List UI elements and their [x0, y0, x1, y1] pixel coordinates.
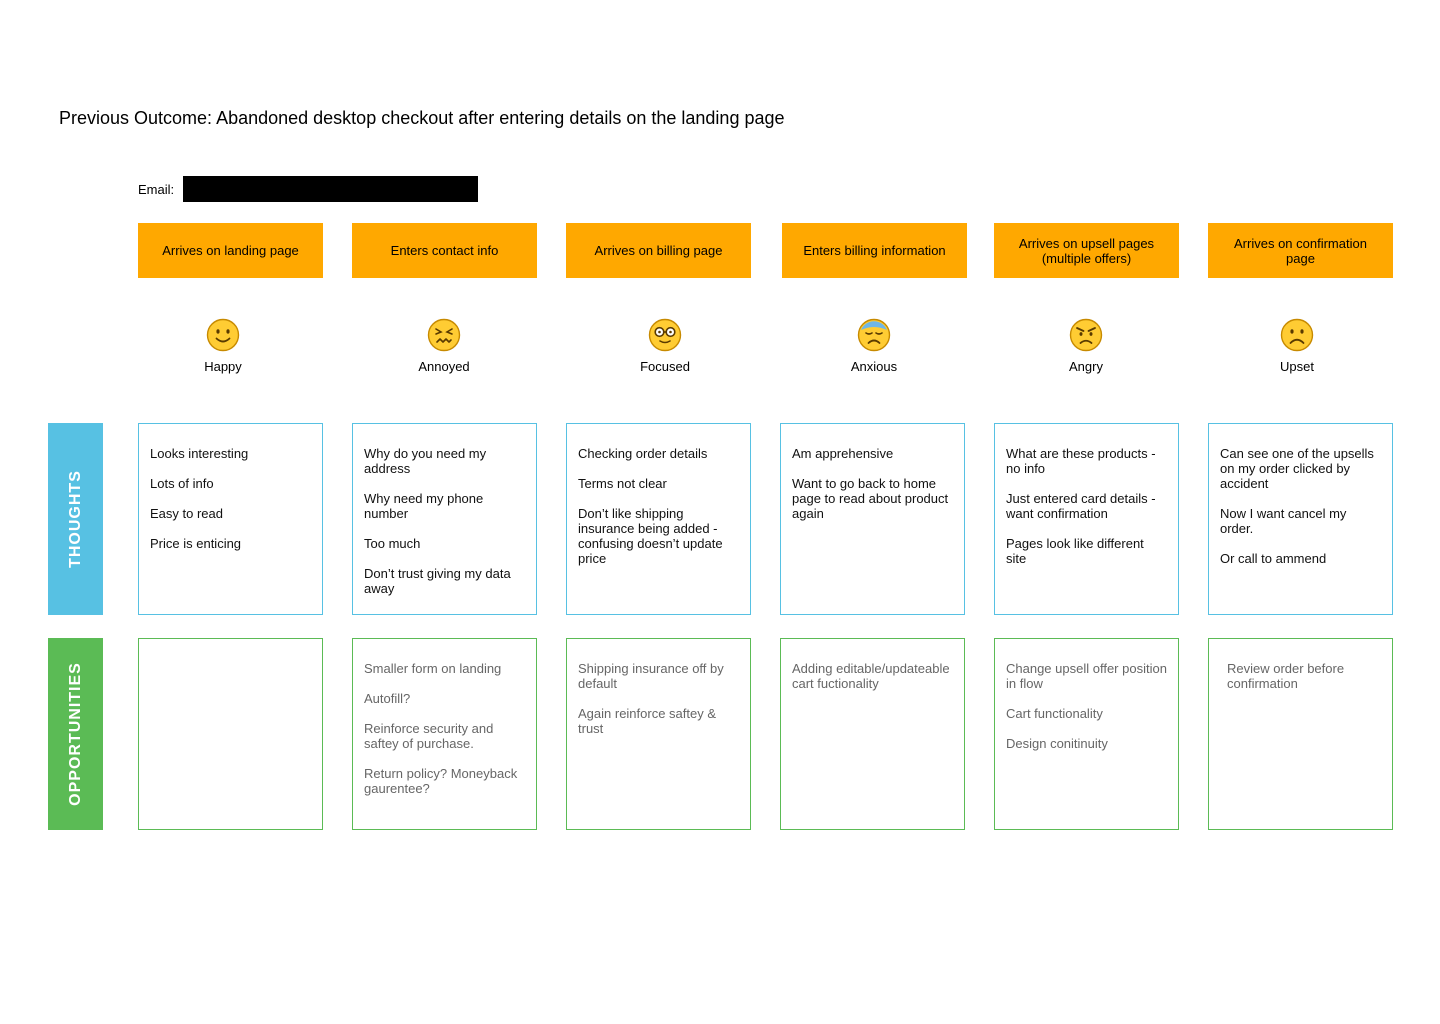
opportunity-item: Autofill? [364, 691, 411, 706]
thought-item: Just entered card details - want confirm… [1006, 491, 1156, 521]
opportunity-item: Change upsell offer position in flow [1006, 661, 1167, 691]
stage-card: Arrives on confirmation page [1208, 223, 1393, 278]
thought-item: Why do you need my address [364, 446, 487, 476]
thought-item: Looks interesting [150, 446, 249, 461]
thought-item: Lots of info [150, 476, 214, 491]
thought-item: Now I want cancel my order. [1220, 506, 1347, 536]
stage-card: Arrives on landing page [138, 223, 323, 278]
thought-item: Easy to read [150, 506, 223, 521]
opportunities-row-label: OPPORTUNITIES [48, 638, 103, 830]
opportunity-item: Review order before confirmation [1227, 661, 1345, 691]
opportunity-item: Adding editable/updateable cart fuctiona… [792, 661, 950, 691]
opportunities-card [138, 638, 323, 830]
emotion-label: Focused [640, 359, 690, 374]
thoughts-card: Can see one of the upsells on my order c… [1208, 423, 1393, 615]
thought-item: What are these products - no info [1006, 446, 1156, 476]
thought-item: Don’t like shipping insurance being adde… [578, 506, 723, 566]
angry-face-icon [1069, 318, 1103, 352]
thought-item: Pages look like different site [1006, 536, 1144, 566]
stage-card: Arrives on billing page [566, 223, 751, 278]
opportunity-item: Shipping insurance off by default [578, 661, 724, 691]
emotion-label: Annoyed [418, 359, 470, 374]
stage-card: Arrives on upsell pages (multiple offers… [994, 223, 1179, 278]
confounded-face-icon [427, 318, 461, 352]
emotion-label: Anxious [850, 359, 898, 374]
frowning-face-icon [1280, 318, 1314, 352]
thought-item: Price is enticing [150, 536, 242, 551]
nerd-face-icon [648, 318, 682, 352]
thought-item: Checking order details [578, 446, 708, 461]
thought-item: Terms not clear [578, 476, 667, 491]
email-redaction-bar [183, 176, 478, 202]
thought-item: Don’t trust giving my data away [364, 566, 511, 596]
thought-item: Can see one of the upsells on my order c… [1220, 446, 1374, 491]
page-title: Previous Outcome: Abandoned desktop chec… [59, 108, 785, 128]
thought-item: Why need my phone number [364, 491, 484, 521]
opportunities-card: Adding editable/updateable cart fuctiona… [780, 638, 965, 830]
opportunity-item: Return policy? Moneyback gaurentee? [364, 766, 518, 796]
thoughts-row-label: THOUGHTS [48, 423, 103, 615]
opportunity-item: Cart functionality [1006, 706, 1103, 721]
thoughts-label-text: THOUGHTS [66, 470, 84, 568]
emotion-label: Happy [204, 359, 242, 374]
opportunity-item: Again reinforce saftey & trust [578, 706, 717, 736]
emotion-label: Upset [1280, 359, 1314, 374]
thought-item: Or call to ammend [1220, 551, 1327, 566]
thought-item: Too much [364, 536, 421, 551]
opportunities-card: Review order before confirmation [1208, 638, 1393, 830]
stage-card: Enters billing information [782, 223, 967, 278]
downcast-face-with-sweat-icon [857, 318, 891, 352]
email-label: Email: [138, 182, 175, 197]
opportunity-item: Reinforce security and saftey of purchas… [364, 721, 494, 751]
stage-card: Enters contact info [352, 223, 537, 278]
opportunity-item: Smaller form on landing [364, 661, 502, 676]
opportunity-item: Design conitinuity [1006, 736, 1108, 751]
thought-item: Want to go back to home page to read abo… [792, 476, 949, 521]
thought-item: Am apprehensive [792, 446, 894, 461]
opportunities-label-text: OPPORTUNITIES [66, 662, 84, 806]
slightly-smiling-face-icon [206, 318, 240, 352]
emotion-label: Angry [1069, 359, 1103, 374]
